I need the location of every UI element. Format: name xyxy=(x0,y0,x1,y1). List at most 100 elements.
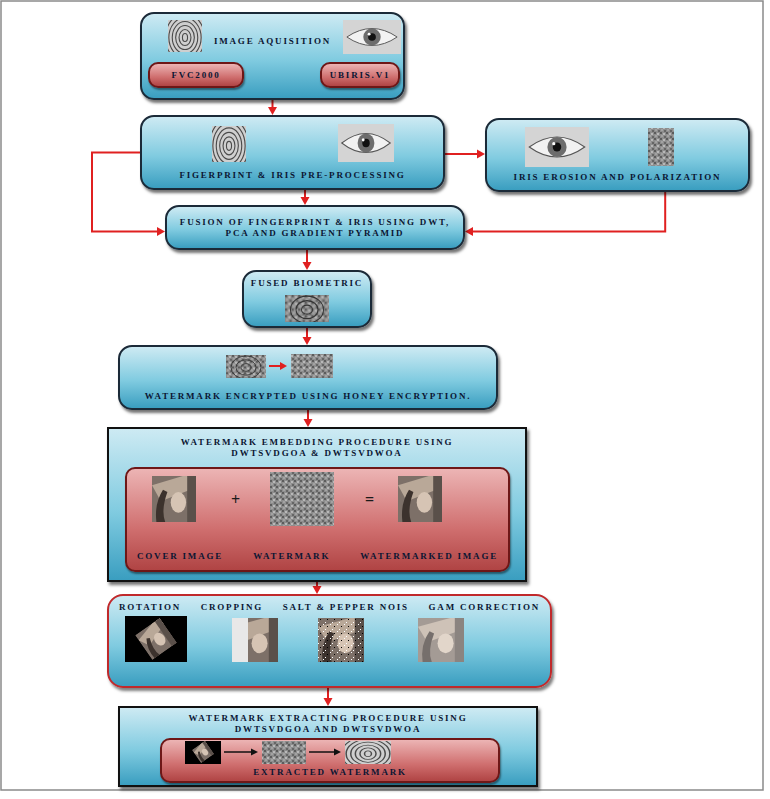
box-label: WATERMARKED IMAGE xyxy=(360,551,498,562)
box-label: UBIRIS.V1 xyxy=(330,70,390,81)
box-label: FUSION OF FINGERPRINT & IRIS USING DWT, … xyxy=(175,217,455,239)
image-arrowhead xyxy=(280,362,287,370)
arrowhead xyxy=(324,698,333,706)
text-area: WATERMARK EMBEDDING PROCEDURE USING DWTS… xyxy=(109,437,525,459)
flow-arrow xyxy=(301,190,310,205)
fingerprint-image xyxy=(165,14,204,62)
embedding-images xyxy=(152,472,442,526)
arrowhead xyxy=(304,419,313,427)
text-area: FIGERPRINT & IRIS PRE-PROCESSING xyxy=(142,170,443,181)
flow-arrow xyxy=(303,250,312,270)
operator-sign: + xyxy=(231,491,240,508)
encryption-images xyxy=(226,354,333,379)
text-area: EXTRACTED WATERMARK xyxy=(162,767,498,778)
text-area: WATERMARK EXTRACTING PROCEDURE USING DWT… xyxy=(120,713,536,735)
eye-image xyxy=(338,124,394,162)
flow-arrow xyxy=(324,688,333,706)
crop-region xyxy=(232,618,248,662)
image-arrow xyxy=(269,365,281,367)
gamma-overlay xyxy=(418,618,464,662)
box-label: ROTATION xyxy=(119,602,181,613)
arrowhead xyxy=(303,262,312,270)
arrow-line xyxy=(471,192,665,232)
encrypted-image xyxy=(262,741,306,764)
arrow-line xyxy=(306,250,308,264)
box-label: FIGERPRINT & IRIS PRE-PROCESSING xyxy=(179,170,405,181)
image-arrowhead xyxy=(334,749,341,756)
noisy-image xyxy=(318,618,364,662)
arrowhead xyxy=(303,337,312,345)
fused-image xyxy=(226,355,266,379)
acquisition-images xyxy=(165,14,401,62)
flow-arrow xyxy=(304,410,313,427)
dataset-tag: UBIRIS.V1 xyxy=(320,62,400,88)
text-area: FVC2000 xyxy=(150,64,242,86)
rotation-image xyxy=(135,618,177,660)
text-area: ROTATIONCROPPINGSALT & PEPPER NOISGAM CO… xyxy=(109,602,550,613)
arrow-line xyxy=(445,153,479,155)
label-holder: = xyxy=(365,491,374,509)
text-area: COVER IMAGE WATERMARK WATERMARKED IMAGE xyxy=(127,551,508,562)
label-holder: + xyxy=(231,491,240,509)
text-area: UBIRIS.V1 xyxy=(322,64,398,86)
page-frame xyxy=(1,1,763,790)
procedure-panel: WATERMARK EXTRACTING PROCEDURE USING DWT… xyxy=(118,706,538,787)
fingerprint-image xyxy=(209,119,248,173)
watermark-image xyxy=(270,472,334,526)
gamma-image xyxy=(418,618,464,662)
box-label: FVC2000 xyxy=(171,70,220,81)
rotated-image xyxy=(135,618,177,660)
box-label: WATERMARK EXTRACTING PROCEDURE USING DWT… xyxy=(171,713,486,735)
flow-arrow xyxy=(303,328,312,345)
box-label: WATERMARK ENCRYPTED USING HONEY ENCRYPTI… xyxy=(145,391,472,402)
arrowhead xyxy=(477,150,485,159)
preprocessing-images xyxy=(209,119,394,173)
iris-strip xyxy=(648,128,674,166)
attacked-ground xyxy=(185,741,221,764)
arrowhead xyxy=(313,586,322,594)
box-label: COVER IMAGE xyxy=(137,551,223,562)
box-label: IRIS EROSION AND POLARIZATION xyxy=(514,172,722,183)
box-label: IMAGE AQUISITION xyxy=(214,36,331,47)
arrowhead xyxy=(301,197,310,205)
box-label: FUSED BIOMETRIC xyxy=(251,278,363,289)
process-box: FIGERPRINT & IRIS PRE-PROCESSING xyxy=(140,115,445,190)
text-area: IRIS EROSION AND POLARIZATION xyxy=(487,172,748,183)
watermarked-image xyxy=(398,476,442,522)
eye-image xyxy=(343,20,401,54)
iris-images xyxy=(525,127,674,167)
extraction-images xyxy=(185,736,394,771)
text-area: FUSED BIOMETRIC xyxy=(244,278,370,289)
cover-image xyxy=(152,476,196,522)
rotated-image xyxy=(192,741,214,763)
arrowhead xyxy=(465,227,473,236)
operator-sign: = xyxy=(365,491,374,508)
box-label: GAM CORRECTION xyxy=(429,602,540,613)
image-arrow xyxy=(224,751,252,753)
image-arrow xyxy=(309,751,335,753)
image-arrowhead xyxy=(251,749,258,756)
flow-arrow xyxy=(465,192,665,236)
flow-arrow xyxy=(445,150,485,159)
arrowhead xyxy=(157,227,165,236)
dataset-tag: FVC2000 xyxy=(148,62,244,88)
cropped-image xyxy=(232,618,278,662)
process-box: FUSION OF FINGERPRINT & IRIS USING DWT, … xyxy=(165,205,465,250)
attacked-image xyxy=(192,741,214,763)
encrypted-image xyxy=(291,354,333,378)
flow-arrow xyxy=(268,100,277,115)
box-label: EXTRACTED WATERMARK xyxy=(253,767,407,778)
box-label: WATERMARK xyxy=(253,551,330,562)
text-area: WATERMARK ENCRYPTED USING HONEY ENCRYPTI… xyxy=(120,391,496,402)
extracted-image xyxy=(342,736,395,771)
box-label: WATERMARK EMBEDDING PROCEDURE USING DWTS… xyxy=(160,437,475,459)
rotation-ground xyxy=(125,616,187,662)
eye-image xyxy=(525,127,589,167)
box-label: SALT & PEPPER NOIS xyxy=(283,602,409,613)
attack-images xyxy=(125,616,464,662)
salt-pepper-noise xyxy=(318,618,364,662)
arrowhead xyxy=(268,107,277,115)
fused-image xyxy=(285,295,329,323)
